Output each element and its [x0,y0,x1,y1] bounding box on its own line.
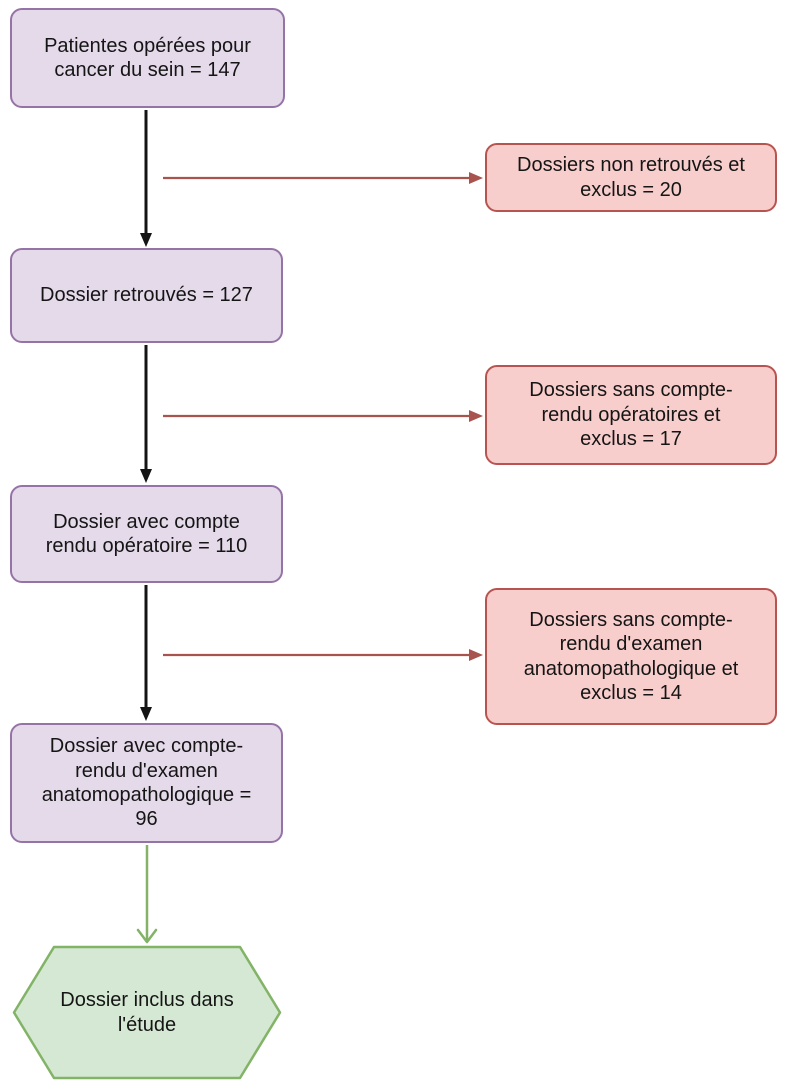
node-exclus-sans-cr-operatoire: Dossiers sans compte- rendu opératoires … [485,365,777,465]
node-exclus-sans-cr-operatoire-label: Dossiers sans compte- rendu opératoires … [529,379,733,451]
node-exclus-non-retrouves-label: Dossiers non retrouvés et exclus = 20 [517,154,745,201]
arrow-exclusion-3 [163,649,483,661]
node-exclus-non-retrouves: Dossiers non retrouvés et exclus = 20 [485,143,777,212]
node-patientes-operees: Patientes opérées pour cancer du sein = … [10,8,285,108]
node-compte-rendu-anapath: Dossier avec compte- rendu d'examen anat… [10,723,283,843]
node-dossier-inclus: Dossier inclus dans l'étude [12,945,282,1080]
hexagon-shape [12,945,282,1080]
arrow-down-2 [140,345,152,483]
arrow-result [136,845,158,944]
node-patientes-operees-label: Patientes opérées pour cancer du sein = … [44,34,251,81]
node-exclus-sans-cr-anapath-label: Dossiers sans compte- rendu d'examen ana… [523,608,739,704]
arrow-exclusion-2 [163,410,483,422]
node-compte-rendu-operatoire-label: Dossier avec compte rendu opératoire = 1… [45,510,248,557]
node-compte-rendu-anapath-label: Dossier avec compte- rendu d'examen anat… [41,735,252,831]
node-dossiers-retrouves-label: Dossier retrouvés = 127 [40,284,253,307]
arrow-exclusion-1 [163,172,483,184]
node-compte-rendu-operatoire: Dossier avec compte rendu opératoire = 1… [10,485,283,583]
arrow-down-3 [140,585,152,721]
node-exclus-sans-cr-anapath: Dossiers sans compte- rendu d'examen ana… [485,588,777,725]
node-dossiers-retrouves: Dossier retrouvés = 127 [10,248,283,343]
node-dossier-inclus-label: Dossier inclus dans l'étude [60,989,234,1036]
arrow-down-1 [140,110,152,247]
